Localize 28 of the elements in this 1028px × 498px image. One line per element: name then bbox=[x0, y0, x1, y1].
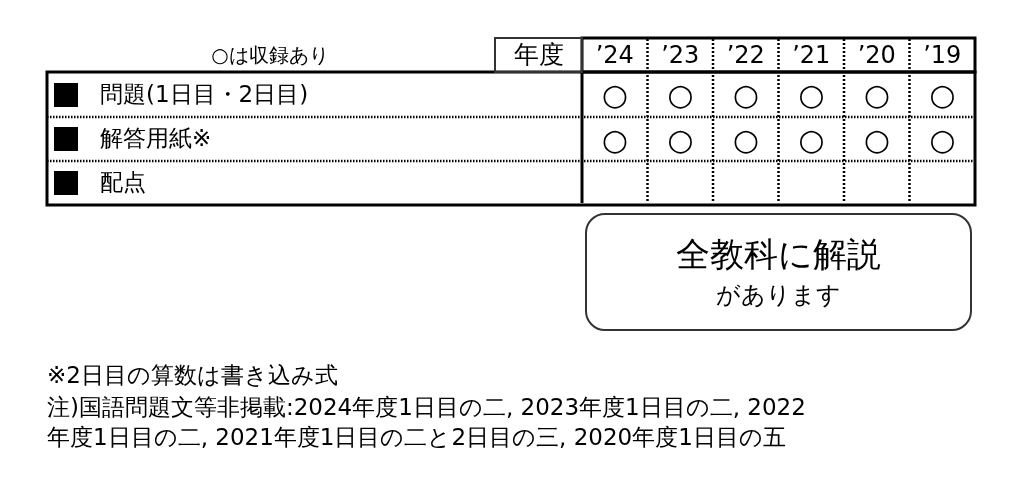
included-mark: ○ bbox=[929, 122, 956, 156]
year-header: ’22 bbox=[726, 41, 765, 69]
included-mark: ○ bbox=[601, 78, 628, 111]
row-label: 解答用紙※ bbox=[100, 126, 212, 152]
column-header: 年度 bbox=[513, 41, 564, 69]
included-mark: ○ bbox=[667, 78, 694, 111]
callout-heading: 全教科に解説 bbox=[676, 236, 881, 274]
year-header: ’24 bbox=[595, 41, 634, 69]
included-mark: ○ bbox=[863, 122, 890, 156]
note-paragraph: 注)国語問題文等非掲載:2024年度1日目の二, 2023年度1日目の二, 2022年度1日目の二, 2021年度1日目の二と2日目の三, 2020年度1日目の五 bbox=[47, 393, 807, 452]
row-label: 配点 bbox=[100, 170, 146, 196]
included-mark: ○ bbox=[732, 78, 759, 111]
callout-text: があります bbox=[716, 281, 841, 308]
legend-note: ○は収録あり bbox=[211, 44, 329, 66]
included-mark: ○ bbox=[798, 78, 825, 111]
year-header: ’19 bbox=[923, 41, 962, 69]
included-mark: ○ bbox=[601, 122, 628, 156]
year-header: ’20 bbox=[857, 41, 896, 69]
rounded-callout-box bbox=[585, 213, 972, 331]
year-header: ’21 bbox=[792, 41, 831, 69]
included-mark: ○ bbox=[732, 122, 759, 156]
year-header: ’23 bbox=[661, 41, 700, 69]
included-mark: ○ bbox=[929, 78, 956, 111]
included-mark: ○ bbox=[667, 122, 694, 156]
included-mark: ○ bbox=[798, 122, 825, 156]
included-mark: ○ bbox=[863, 78, 890, 111]
row-label: 問題(1日目・2日目) bbox=[100, 81, 309, 108]
footnote: ※2日目の算数は書き込み式 bbox=[47, 363, 338, 389]
